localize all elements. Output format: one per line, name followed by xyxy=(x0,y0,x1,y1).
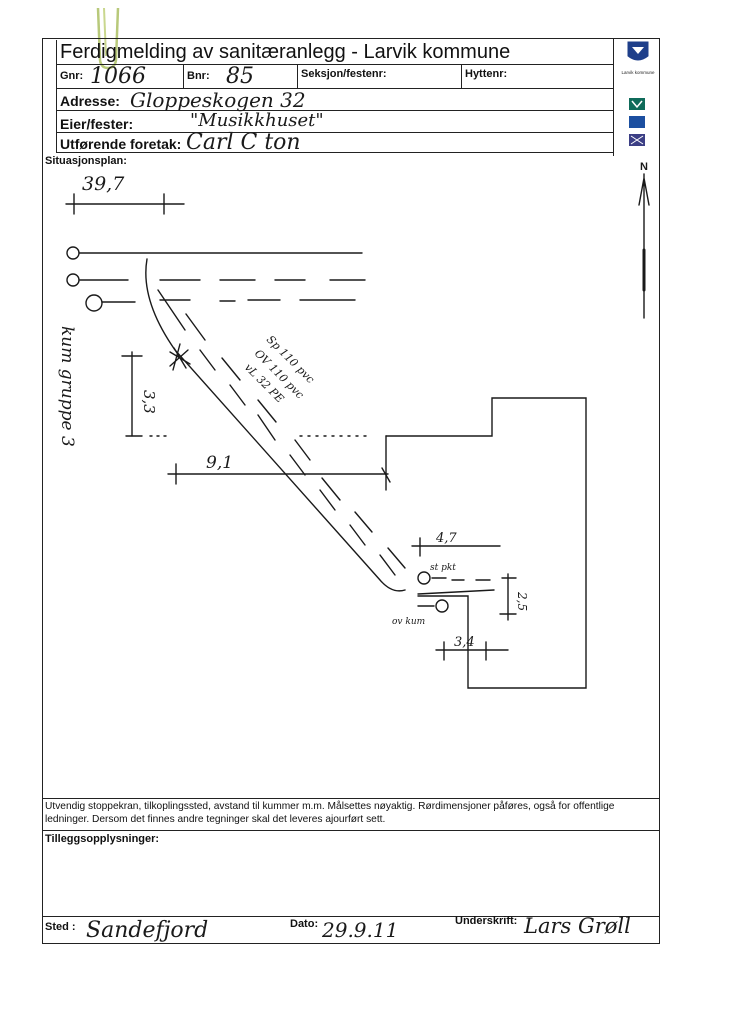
side-text: kum gruppe 3 xyxy=(57,326,77,447)
gnr-label: Gnr: xyxy=(60,70,84,82)
adresse-value: Gloppeskogen 32 xyxy=(130,88,306,112)
larvik-logo: Larvik kommune xyxy=(620,40,656,152)
logo-text: Larvik kommune xyxy=(621,70,655,75)
eier-label: Eier/fester: xyxy=(60,116,134,132)
utforende-label: Utførende foretak: xyxy=(60,136,182,152)
dim-top: 39,7 xyxy=(82,173,125,195)
instructions-text: Utvendig stoppekran, tilkoplingssted, av… xyxy=(45,801,615,825)
dim-right: 4,7 xyxy=(435,531,457,546)
gnr-value: 1066 xyxy=(90,64,146,89)
label-stpkt: st pkt xyxy=(430,563,456,573)
dim-small-v: 2,5 xyxy=(515,591,529,611)
underskrift-label: Underskrift: xyxy=(455,915,518,927)
north-arrow-icon xyxy=(638,173,650,319)
situasjonsplan-label: Situasjonsplan: xyxy=(45,155,127,167)
adresse-label: Adresse: xyxy=(60,93,120,109)
dim-vertical: 3,3 xyxy=(140,390,158,414)
sted-label: Sted : xyxy=(45,921,76,933)
utforende-value: Carl C ton xyxy=(186,130,301,155)
sted-value: Sandefjord xyxy=(86,918,209,943)
bnr-label: Bnr: xyxy=(187,70,210,82)
hytte-label: Hyttenr: xyxy=(465,68,508,80)
seksjon-label: Seksjon/festenr: xyxy=(301,68,387,80)
label-ovkum: ov kum xyxy=(392,617,425,627)
paper-clip xyxy=(92,8,132,72)
bnr-value: 85 xyxy=(226,64,254,89)
dim-horizontal: 9,1 xyxy=(206,453,233,473)
north-label: N xyxy=(640,161,648,173)
form-title: Ferdigmelding av sanitæranlegg - Larvik … xyxy=(60,41,511,63)
underskrift-value: Lars Grøll xyxy=(524,914,631,938)
eier-value: "Musikkhuset" xyxy=(190,110,324,131)
tillegg-label: Tilleggsopplysninger: xyxy=(45,833,160,845)
dato-value: 29.9.11 xyxy=(322,918,399,942)
dato-label: Dato: xyxy=(290,918,319,930)
dim-bottom: 3,4 xyxy=(454,635,475,650)
form-frame xyxy=(42,38,660,944)
